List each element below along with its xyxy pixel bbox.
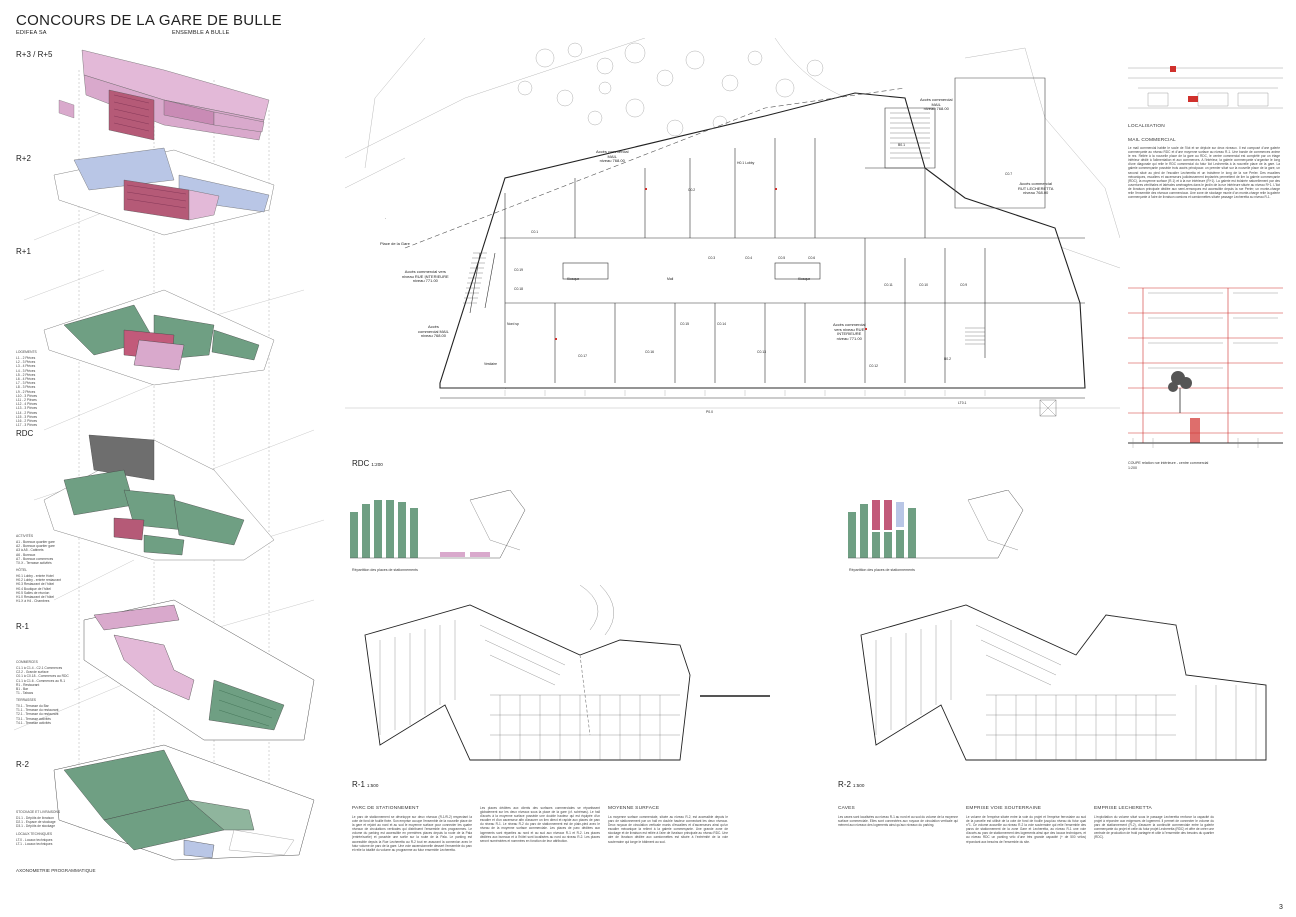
axo-block-r3-r5 [58, 49, 270, 141]
label-place-gare: Place de la Gare [380, 241, 410, 246]
client-name: EDIFEA SA [16, 30, 47, 36]
axo-block-r2 [53, 147, 275, 236]
coupe-scale: 1:200 [1128, 466, 1137, 470]
legend-terrasses-title: TERRASSES [16, 698, 36, 702]
localisation-head: LOCALISATION [1128, 124, 1165, 129]
tree-canopies [517, 42, 824, 137]
axo-caption: AXONOMETRIE PROGRAMMATIQUE [16, 868, 96, 873]
caves-text: Les caves sont localisées au niveau R-1 … [838, 815, 958, 828]
legend-stockage-title: STOCKAGE ET LIVRAISONS [16, 810, 61, 814]
room-c0-19: C0.19 [514, 268, 524, 272]
room-c0-13: C0.13 [757, 350, 767, 354]
label-access-lecheretta: Accès commercial RUT LECHERETTA niveau 7… [1018, 181, 1054, 196]
legend-terrasses: T0.1 - Terrasse du Bar T1.1 - Terrasse d… [16, 704, 59, 725]
page-number: 3 [1279, 904, 1283, 911]
legend-stockage: D1.1 - Dépôts de livraison D2.1 - Espace… [16, 816, 56, 829]
room-c0-6: C0.6 [808, 256, 816, 260]
repartition-left [350, 490, 526, 559]
level-label-r1: R+1 [16, 247, 31, 256]
level-label-r3-r5: R+3 / R+5 [16, 50, 53, 59]
parking-plan-r-2 [860, 604, 1267, 761]
page-title: CONCOURS DE LA GARE DE BULLE [16, 12, 282, 29]
room-c0-17: C0.17 [578, 354, 588, 358]
room-c0-12: C0.12 [869, 364, 879, 368]
axonometric-drawing [14, 49, 325, 861]
room-c0-14: C0.14 [717, 322, 727, 326]
room-kiosque-right: Kiosque [798, 277, 811, 281]
label-access-r1-left: Accès commercial vers niveau RUE INTERIE… [402, 269, 449, 284]
emprise-voie-text: Le volume de l'emprise située entre la v… [966, 815, 1086, 844]
rdc-floor-plan [345, 38, 1120, 417]
legend-tech: LT.0 - Locaux techniques LT.1 - Locaux t… [16, 838, 53, 847]
room-c0-10: C0.10 [919, 283, 929, 287]
level-label-r-1: R-1 [16, 622, 29, 631]
legend-hotel: H0.1 Lobby - entrée Hotel H0.2 Lobby - e… [16, 574, 61, 604]
room-c0-7: C0.7 [1005, 172, 1013, 176]
parc-text-2: Les places dédiées aux clients des surfa… [480, 806, 600, 843]
legend-activites-title: ACTIVITÉS [16, 534, 34, 538]
parc-head: PARC DE STATIONNEMENT [352, 806, 419, 811]
room-c0-16: C0.16 [645, 350, 655, 354]
legend-commerces-title: COMMERCES [16, 660, 38, 664]
room-lt0-1: LT0.1 [958, 401, 967, 405]
rep-caption-right: Répartition des places de stationnements [849, 568, 915, 572]
coupe-section [1128, 287, 1283, 448]
coupe-caption: COUPE relation rue intérieure - centre c… [1128, 461, 1209, 465]
axo-block-r-2 [53, 744, 315, 861]
project-name: ENSEMBLE A BULLE [172, 30, 230, 36]
emprise-lecheretta-head: EMPRISE LECHERETTA [1094, 806, 1152, 811]
room-c0-5: C0.5 [778, 256, 786, 260]
mail-text: Le mail commercial habite le socle de l'… [1128, 146, 1280, 200]
parc-text: Le parc de stationnement se développe su… [352, 815, 472, 852]
label-access-r1-right: Accès commercial vers niveau RUE INTERIE… [833, 322, 866, 341]
parking-plan-r-1 [364, 585, 770, 761]
room-mail: Mail [667, 277, 674, 281]
moyenne-surface-head: MOYENNE SURFACE [608, 806, 660, 811]
legend-hotel-title: HÔTEL [16, 568, 27, 572]
room-h0-1: H0.1 Lobby [737, 161, 755, 165]
room-c0-2: C0.2 [688, 188, 696, 192]
room-kiosque-left: Kiosque [567, 277, 580, 281]
legend-logements: L1 - 2 Pièces L2 - 3 Pièces L3 - 4 Pièce… [16, 356, 38, 428]
room-p0-0: P0.0 [706, 410, 713, 414]
mail-head: MAIL COMMERCIAL [1128, 138, 1176, 143]
axo-block-rdc [43, 434, 275, 561]
room-vestiaire: Vestiaire [484, 362, 498, 366]
room-b0-1: B0.1 [898, 143, 905, 147]
room-c0-9: C0.9 [960, 283, 968, 287]
legend-commerces: C1.1 à C1.4 - C2.1 Commerces C2.2 - Gran… [16, 666, 69, 696]
moyenne-surface-text: La moyenne surface commerciale, située a… [608, 815, 728, 844]
room-c0-3: C0.3 [708, 256, 716, 260]
legend-logements-title: LOGEMENTS [16, 350, 37, 354]
room-c0-18: C0.18 [514, 287, 524, 291]
building-outline [439, 92, 1086, 389]
label-access-mail-right: Accès commercial MAIL niveau 768.00 [920, 97, 953, 112]
label-access-mail-left: Accès commercial MAIL niveau 768.00 [418, 324, 449, 339]
rep-caption-left: Répartition des places de stationnements [352, 568, 418, 572]
room-c0-11: C0.11 [884, 283, 893, 287]
emprise-voie-head: EMPRISE VOIE SOUTERRAINE [966, 806, 1042, 811]
level-label-r2: R+2 [16, 154, 31, 163]
emprise-lecheretta-text: L'exploitation du volume situé sous le p… [1094, 815, 1214, 840]
room-c0-4: C0.4 [745, 256, 753, 260]
caves-head: CAVES [838, 806, 855, 811]
room-c0-15: C0.15 [680, 322, 690, 326]
localisation-map [1128, 66, 1283, 109]
legend-tech-title: LOCAUX TECHNIQUES [16, 832, 53, 836]
level-label-r-2: R-2 [16, 760, 29, 769]
stair-hatches [463, 112, 985, 345]
axo-block-r-1 [83, 599, 315, 741]
room-c0-1: C0.1 [531, 230, 539, 234]
room-b0-2: B0.2 [944, 357, 951, 361]
label-access-mail-top: Accès commercial MAIL niveau 768.00 [596, 149, 629, 164]
repartition-right [848, 490, 1024, 559]
level-label-rdc: RDC [16, 429, 34, 438]
axo-block-r1 [43, 289, 275, 386]
room-nord: Nord sp [507, 322, 519, 326]
legend-activites: A1 - Bureaux quartier gare A2 - Bureaux … [16, 540, 55, 566]
plan-walls [440, 77, 1085, 399]
